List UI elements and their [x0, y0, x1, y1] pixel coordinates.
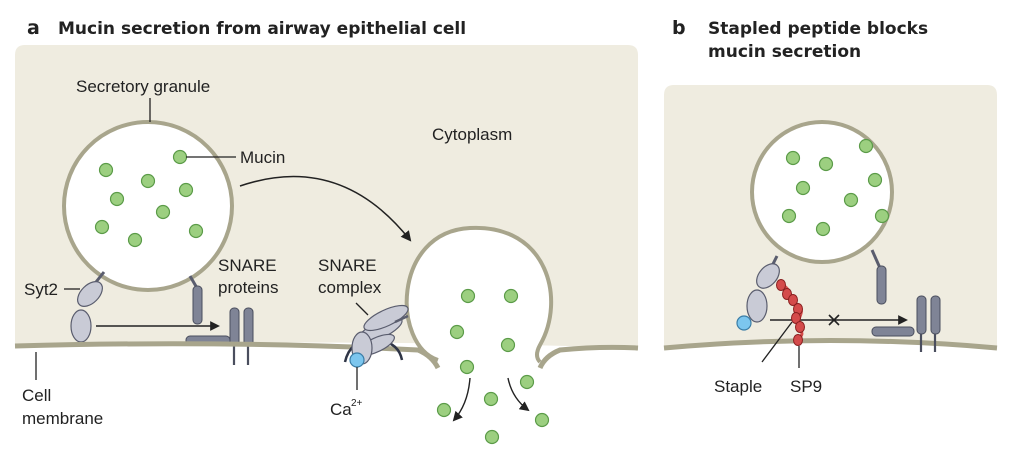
v-snare-protein — [188, 275, 203, 325]
mucin-particle — [178, 182, 194, 198]
secretory-granule-label: Secretory granule — [76, 77, 210, 96]
cell-membrane-label-line2: membrane — [22, 409, 103, 428]
panel-a: a Mucin secretion from airway epithelial… — [14, 17, 639, 445]
v-snare-protein-b — [870, 249, 887, 305]
cell-membrane-label-line1: Cell — [22, 386, 51, 405]
calcium-label: Ca — [330, 400, 352, 419]
mucin-particle — [172, 149, 188, 165]
released-mucin-group — [436, 374, 550, 445]
staple-label: Staple — [714, 377, 762, 396]
mucin-particle — [519, 374, 535, 390]
sp9-label: SP9 — [790, 377, 822, 396]
mucin-particle — [781, 208, 797, 224]
mucin-particle — [94, 219, 110, 235]
block-cross-icon — [828, 314, 840, 326]
mucin-particle — [818, 156, 834, 172]
secretory-granule — [62, 120, 234, 292]
mucin-particle — [785, 150, 801, 166]
cytoplasm-label: Cytoplasm — [432, 125, 512, 144]
mucin-particle — [459, 359, 475, 375]
mucin-particle — [188, 223, 204, 239]
mucin-particle — [98, 162, 114, 178]
snare-proteins-label-line2: proteins — [218, 278, 278, 297]
mucin-particle — [155, 204, 171, 220]
mucin-particle — [858, 138, 874, 154]
calcium-charge-label: 2+ — [351, 398, 363, 409]
snare-complex-label-line1: SNARE — [318, 256, 377, 275]
staple-leader-line — [761, 321, 793, 363]
mucin-particle — [484, 429, 500, 445]
t-snare-proteins-b — [871, 295, 941, 352]
mucin-particle — [109, 191, 125, 207]
release-arrow-right — [507, 377, 530, 412]
mucin-particle — [795, 180, 811, 196]
syt2-protein — [77, 271, 106, 307]
snare-complex — [343, 304, 409, 365]
mucin-particle — [843, 192, 859, 208]
panel-b-title-line1: Stapled peptide blocks — [708, 19, 928, 39]
cell-membrane-b — [663, 338, 998, 351]
snare-proteins-label-line1: SNARE — [218, 256, 277, 275]
mucin-particle — [127, 232, 143, 248]
mucin-particle — [534, 412, 550, 428]
panel-a-letter: a — [27, 17, 40, 39]
calcium-ion-b — [736, 315, 752, 331]
mucin-particle — [500, 337, 516, 353]
granule-b-mucin-group — [781, 138, 890, 237]
mucin-particle — [449, 324, 465, 340]
mucin-particle — [503, 288, 519, 304]
sp9-stapled-peptide — [776, 279, 805, 346]
mucin-particle — [867, 172, 883, 188]
vesicle-mucin-group — [449, 288, 519, 375]
snare-complex-leader-line — [355, 302, 369, 316]
panel-b: b Stapled peptide blocks mucin secretion… — [663, 17, 998, 396]
mucin-particle — [483, 391, 499, 407]
mucin-particle — [140, 173, 156, 189]
mucin-particle — [436, 402, 452, 418]
syt2-protein-b — [746, 255, 780, 323]
mucin-label: Mucin — [240, 148, 285, 167]
snare-complex-label-line2: complex — [318, 278, 382, 297]
granule-to-fusion-arrow — [239, 175, 412, 242]
mucin-particle — [460, 288, 476, 304]
syt2-label: Syt2 — [24, 280, 58, 299]
mucin-particle — [874, 208, 890, 224]
panel-b-title-line2: mucin secretion — [708, 42, 861, 62]
syt2-free-protein — [70, 309, 92, 343]
fusing-vesicle-interior — [406, 227, 553, 362]
granule-mucin-group — [94, 149, 204, 248]
cell-membrane-a-right — [537, 344, 639, 370]
panel-a-title: Mucin secretion from airway epithelial c… — [58, 19, 466, 39]
release-arrow-left — [452, 377, 471, 422]
panel-b-letter: b — [672, 17, 686, 39]
mucin-particle — [815, 221, 831, 237]
calcium-ion — [349, 352, 365, 368]
